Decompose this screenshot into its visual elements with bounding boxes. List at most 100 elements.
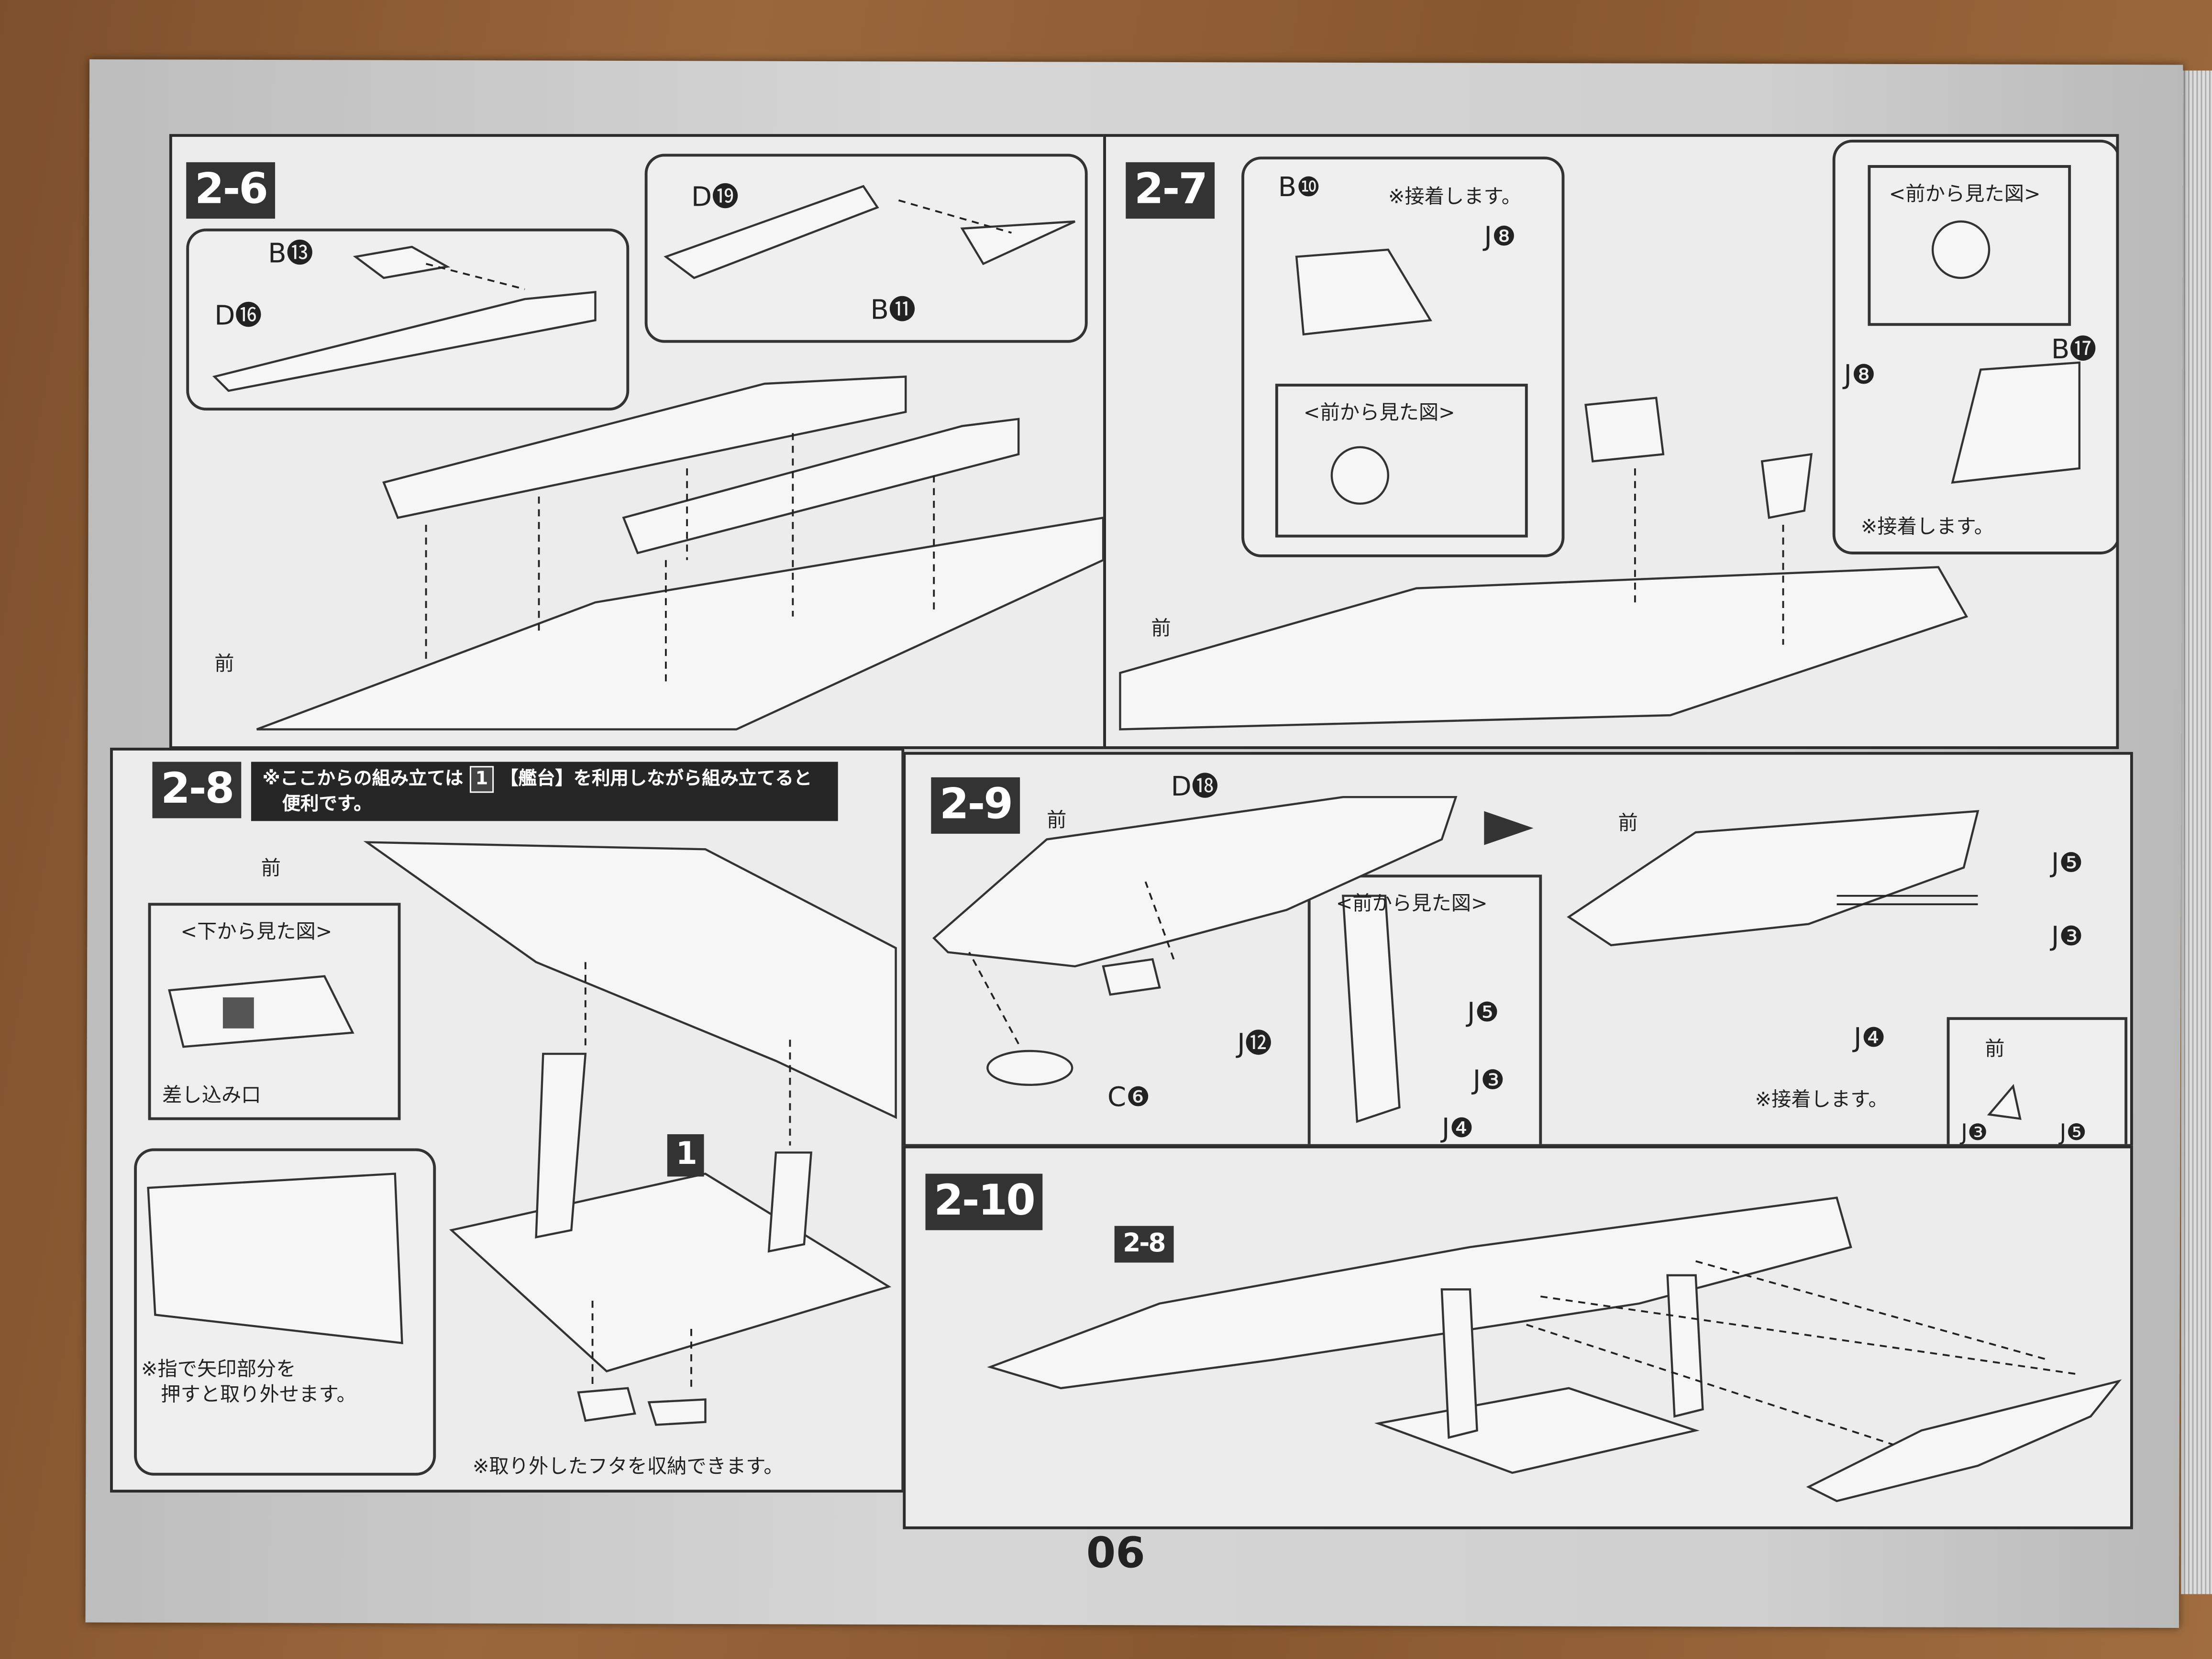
subassembly-left-shape: [1584, 397, 1665, 463]
assembly-left-shape: [382, 376, 907, 519]
step-2-10-drawing: [987, 1196, 2122, 1503]
guide-arrows: [1526, 1260, 2077, 1446]
part-label: D⓳: [691, 182, 739, 213]
step-2-6-drawing: [212, 185, 1104, 730]
front-view-right-shape: [1931, 220, 1991, 279]
stand-number: 1: [667, 1134, 705, 1177]
step-2-7-label: 2-7: [1126, 162, 1215, 219]
step-2-6-panel: 2-6 B⓭ D⓰ D⓳ B⓫ 前: [169, 134, 1106, 749]
tip-number: 1: [469, 766, 494, 793]
page-edges: [2181, 70, 2212, 1594]
part-label: D⓲: [1171, 772, 1218, 803]
part-label: J❺: [2051, 848, 2083, 879]
stand-post-right-shape: [1666, 1274, 1704, 1418]
part-b13-shape: [353, 245, 451, 279]
bottom-view-heading: <下から見た図>: [180, 921, 332, 944]
stand-base-shape: [449, 1172, 892, 1372]
guide-arrows: [584, 962, 791, 1393]
tip-line2: 便利です。: [282, 794, 372, 816]
front-view-shape: [1342, 895, 1401, 1123]
glue-note: ※接着します。: [1755, 1089, 1888, 1112]
step-2-9-label: 2-9: [931, 777, 1020, 834]
part-label: J❸: [1961, 1118, 1988, 1146]
part-c6-shape: [986, 1050, 1073, 1086]
part-label: J❺: [2059, 1118, 2087, 1146]
step-2-8-label: 2-8: [152, 762, 242, 818]
assembled-hull-shape: [1567, 810, 1980, 947]
ship-hull-shape: [987, 1196, 1852, 1390]
page-number: 06: [1086, 1529, 1145, 1579]
guide-arrows: [968, 881, 1175, 1045]
press-note-line2: 押すと取り外せます。: [161, 1383, 356, 1407]
step-2-8-panel: 2-8 ※ここからの組み立ては 1 【艦台】を利用しながら組み立てると 便利です…: [110, 747, 905, 1493]
stand-post-left-shape: [535, 1052, 587, 1239]
step-2-6-label: 2-6: [186, 162, 276, 219]
slot-label: 差し込み口: [162, 1084, 261, 1107]
bottom-view-shape: [168, 975, 354, 1048]
part-label: J❸: [1472, 1065, 1505, 1096]
side-hull-shape: [1806, 1379, 2122, 1503]
step-2-10-label: 2-10: [925, 1173, 1043, 1230]
stand-post-right-shape: [767, 1151, 813, 1253]
part-label: J❺: [1467, 997, 1499, 1029]
hull-shape: [1119, 566, 1969, 730]
part-d18-shape: [932, 796, 1458, 968]
part-d16-shape: [212, 290, 597, 392]
step-2-8-drawing: [147, 841, 897, 1426]
part-label: J❽: [1484, 221, 1516, 253]
tip-suffix: 【艦台】を利用しながら組み立てると: [500, 769, 812, 790]
ship-underside-shape: [363, 841, 897, 1119]
front-direction-label: 前: [214, 653, 234, 676]
subassembly-right-shape: [1760, 453, 1813, 519]
part-label: D⓰: [214, 300, 262, 332]
front-direction-label: 前: [1047, 809, 1067, 832]
front-direction-label: 前: [1985, 1038, 2005, 1061]
part-label: J❹: [1441, 1113, 1474, 1144]
part-label: B❿: [1278, 172, 1321, 203]
part-label: B⓫: [870, 295, 916, 326]
step-2-7-drawing: [1119, 220, 2081, 730]
tip-prefix: ※ここからの組み立ては: [262, 769, 464, 790]
front-direction-label: 前: [1151, 618, 1171, 641]
step-2-10-panel: 2-10 2-8: [903, 1145, 2133, 1529]
slot-marker: [222, 997, 254, 1029]
front-direction-label: 前: [261, 857, 281, 881]
next-step-arrow-icon: [1484, 811, 1534, 845]
stand-post-left-shape: [1440, 1288, 1478, 1439]
step-2-9-panel: 2-9 前 D⓲ J⓬ C❻ <前から見た図> J❺ J❸: [903, 752, 2133, 1147]
assembly-right-shape: [622, 418, 1020, 554]
part-label: B⓭: [268, 238, 313, 270]
part-label: J⓬: [1237, 1028, 1272, 1060]
glue-note: ※接着します。: [1388, 186, 1522, 209]
glue-note: ※接着します。: [1860, 516, 1994, 539]
step-2-8-reference: 2-8: [1114, 1226, 1173, 1263]
insert-arrows: [1836, 895, 1978, 906]
part-label: C❻: [1107, 1082, 1150, 1113]
lid-piece-shape: [577, 1387, 636, 1422]
front-view-heading: <前から見た図>: [1303, 402, 1455, 425]
part-b11-shape: [960, 220, 1076, 265]
assembly-tip-note: ※ここからの組み立ては 1 【艦台】を利用しながら組み立てると 便利です。: [251, 762, 838, 821]
front-view-box-left: [1275, 384, 1528, 538]
press-note: ※指で矢印部分を 押すと取り外せます。: [141, 1357, 356, 1408]
front-view-left-shape: [1330, 446, 1390, 505]
lid-removal-shape: [147, 1172, 403, 1344]
inset-box: [1947, 1017, 2128, 1144]
part-b17-shape: [1951, 361, 2081, 484]
storage-note: ※取り外したフタを収納できます。: [472, 1456, 784, 1479]
stand-base-shape: [1374, 1387, 1700, 1474]
part-label: J❽: [1844, 359, 1876, 391]
part-d19-shape: [664, 185, 879, 279]
front-view-heading: <前から見た図>: [1889, 183, 2041, 206]
step-2-9-drawing: [932, 796, 2022, 1123]
press-note-line1: ※指で矢印部分を: [141, 1358, 296, 1382]
hull-shape: [256, 517, 1104, 730]
inset-fin-shape: [1987, 1084, 2022, 1120]
front-direction-label: 前: [1618, 812, 1638, 835]
part-label: J❸: [2051, 921, 2083, 952]
part-label: J❹: [1853, 1023, 1886, 1054]
front-view-heading: <前から見た図>: [1336, 893, 1488, 916]
part-j12-shape: [1102, 958, 1161, 996]
step-2-7-panel: 2-7 B❿ ※接着します。 J❽ <前から見た図> B⓱ J❽ <前から見た図…: [1103, 134, 2119, 749]
